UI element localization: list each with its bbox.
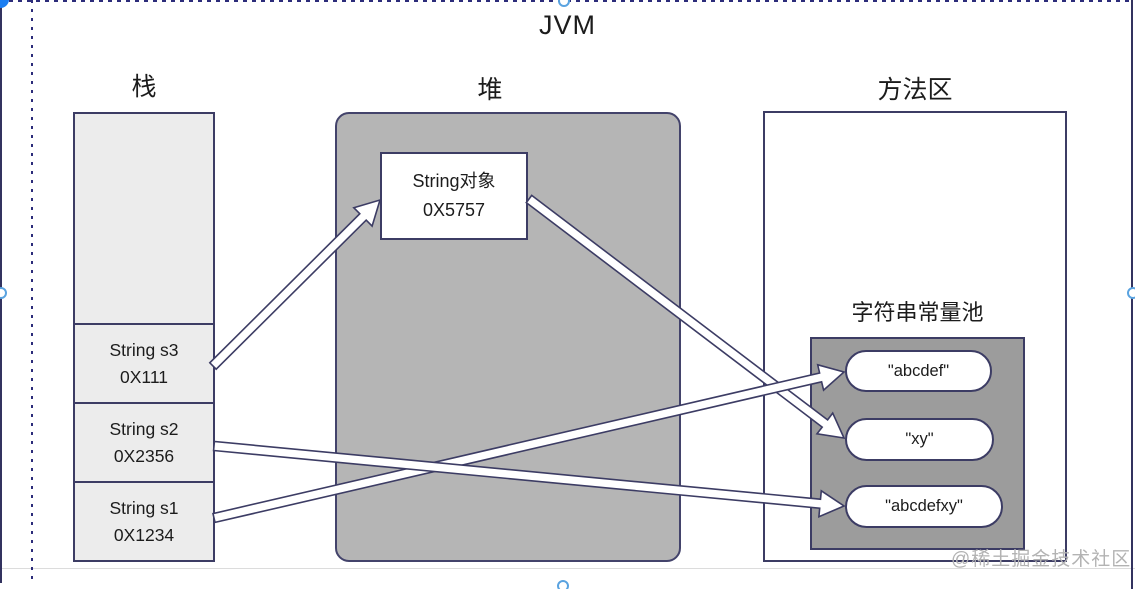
stack-frame-s2: String s2 0X2356 [75, 402, 213, 481]
heap-title: 堆 [477, 76, 503, 104]
stack-frame-s1: String s1 0X1234 [75, 481, 213, 560]
resize-handle-bottom[interactable] [557, 580, 569, 589]
stack-frame-s1-name: String s1 [109, 497, 179, 518]
stack-frame-s1-address: 0X1234 [113, 524, 175, 545]
selection-dashed-border-left [31, 0, 33, 583]
heap-object-address: 0X5757 [422, 200, 486, 220]
stack-frame-s2-name: String s2 [109, 418, 179, 439]
resize-handle-right[interactable] [1127, 287, 1135, 299]
heap-object-name: String对象 [412, 171, 496, 191]
watermark-text: @稀土掘金技术社区 [951, 549, 1132, 570]
page-edge-line-bottom [0, 568, 1135, 569]
diagram-title: JVM [539, 10, 596, 40]
stack-frame-s3: String s3 0X111 [75, 323, 213, 402]
constant-pool-label: 字符串常量池 [851, 300, 984, 325]
pool-item-xy: "xy" [845, 418, 994, 461]
stack-frame-s3-name: String s3 [109, 339, 179, 360]
resize-handle-left[interactable] [0, 287, 7, 299]
stack-frame-s2-address: 0X2356 [113, 445, 175, 466]
stack-frame-s3-address: 0X111 [119, 366, 168, 387]
pool-item-abcdefxy: "abcdefxy" [845, 485, 1003, 528]
method-area-title: 方法区 [877, 76, 953, 104]
heap-string-object-box: String对象 0X5757 [380, 152, 528, 240]
stack-title: 栈 [131, 73, 157, 101]
stack-box: String s3 0X111 String s2 0X2356 String … [73, 112, 215, 562]
resize-handle-top[interactable] [558, 0, 570, 7]
stack-empty-slot [75, 114, 213, 323]
selection-corner-handle-icon[interactable] [0, 0, 9, 8]
pool-item-abcdef: "abcdef" [845, 350, 992, 392]
